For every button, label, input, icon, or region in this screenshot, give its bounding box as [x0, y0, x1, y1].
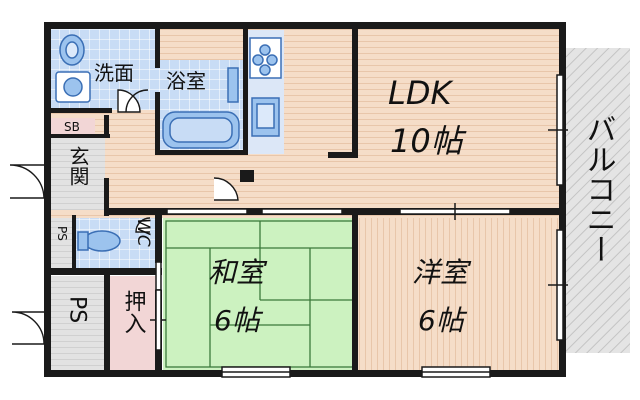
yokushitsu-label: 浴室 — [166, 69, 206, 93]
ps-upper-label: PS — [55, 226, 69, 241]
youshitsu-name: 洋室 — [412, 256, 472, 289]
genkan-floor — [50, 136, 105, 210]
bath-faucet — [227, 67, 239, 103]
balcony-floor — [566, 48, 630, 353]
oshiire-label: 押入 — [121, 290, 147, 334]
washitsu-name: 和室 — [208, 256, 268, 289]
ldk-name: LDK — [388, 74, 454, 112]
kitchen-sink — [251, 97, 280, 137]
sb-floor — [50, 118, 95, 136]
youshitsu-floor — [358, 218, 560, 370]
youshitsu-size: 6帖 — [418, 304, 468, 337]
washitsu-size: 6帖 — [214, 304, 264, 337]
washbasin-fixture — [55, 34, 91, 103]
doors — [9, 89, 239, 345]
bathtub-fixture — [162, 111, 240, 149]
oshiire-floor — [109, 276, 157, 370]
windows — [221, 366, 491, 378]
wc-label: WC — [133, 218, 153, 247]
kitchen-stove — [249, 37, 282, 79]
ps-lower-floor — [50, 276, 105, 370]
genkan-label: 玄関 — [66, 146, 90, 186]
toilet-fixture — [77, 230, 121, 252]
ps-upper-floor — [50, 218, 74, 268]
sb-label: SB — [64, 120, 80, 134]
sliding-doors — [150, 74, 568, 351]
balcony-label: バルコニー — [581, 114, 616, 264]
tatami-mats — [165, 220, 356, 368]
ldk-size: 10帖 — [390, 122, 467, 160]
senmen-label: 洗面 — [94, 61, 134, 85]
ps-lower-label: PS — [65, 296, 90, 323]
